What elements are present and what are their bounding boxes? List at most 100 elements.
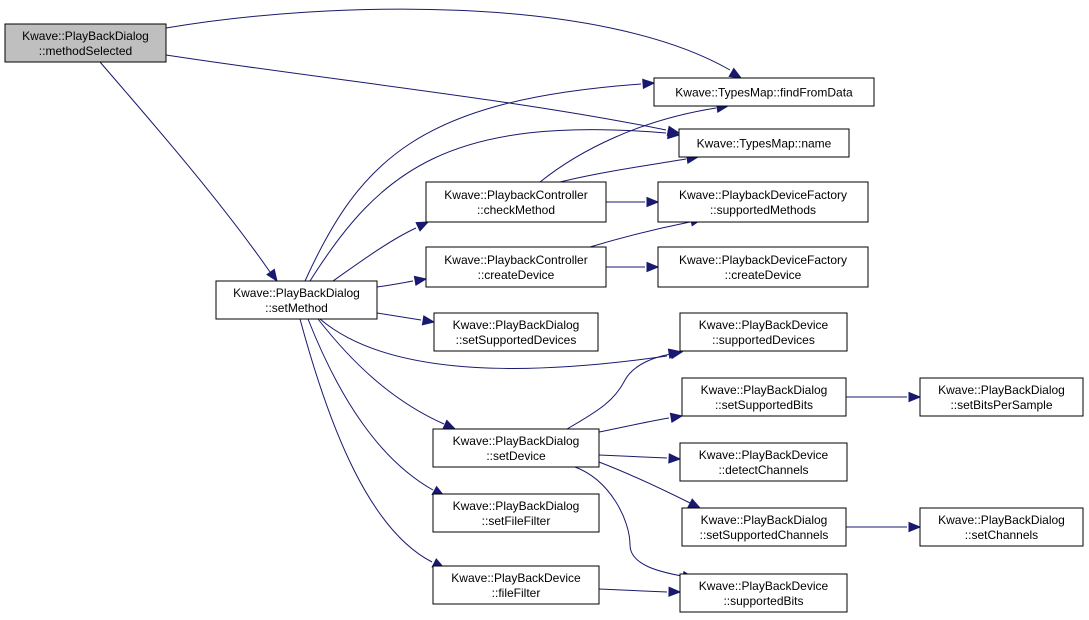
node-label-class: Kwave::PlayBackDialog bbox=[453, 499, 580, 513]
node-label-method: ::setBitsPerSample bbox=[950, 398, 1052, 412]
node-label-class: Kwave::PlayBackDialog bbox=[701, 513, 828, 527]
node-typesName[interactable]: Kwave::TypesMap::name bbox=[678, 128, 850, 158]
node-setSupportedDevices[interactable]: Kwave::PlayBackDialog::setSupportedDevic… bbox=[433, 312, 599, 352]
edge-setMethod-to-findFromData bbox=[304, 78, 656, 282]
node-label-class: Kwave::PlayBackDialog bbox=[453, 318, 580, 332]
edge-methodSelected-to-findFromData bbox=[165, 8, 743, 79]
node-label-method: ::setDevice bbox=[486, 449, 546, 463]
node-label-class: Kwave::PlaybackController bbox=[444, 188, 587, 202]
node-box bbox=[425, 246, 607, 288]
node-label-class: Kwave::PlayBackDevice bbox=[699, 579, 829, 593]
edge-setSupportedChannels-to-setChannels bbox=[846, 521, 922, 533]
node-checkMethod[interactable]: Kwave::PlaybackController::checkMethod bbox=[425, 181, 607, 223]
node-box bbox=[653, 77, 875, 107]
node-setFileFilter[interactable]: Kwave::PlayBackDialog::setFileFilter bbox=[432, 493, 600, 533]
edge-line bbox=[539, 107, 717, 183]
edge-line bbox=[299, 318, 433, 563]
edge-line bbox=[598, 417, 670, 433]
node-label-class: Kwave::TypesMap::findFromData bbox=[675, 86, 853, 100]
node-label-method: ::setSupportedDevices bbox=[456, 333, 577, 347]
node-label-method: ::setFileFilter bbox=[482, 514, 551, 528]
node-supportedMethods[interactable]: Kwave::PlaybackDeviceFactory::supportedM… bbox=[657, 181, 869, 223]
arrowhead-icon bbox=[442, 419, 457, 430]
edge-line bbox=[589, 221, 691, 248]
node-label-method: ::supportedMethods bbox=[710, 203, 816, 217]
edge-line bbox=[598, 461, 691, 504]
node-label-class: Kwave::PlayBackDialog bbox=[22, 29, 149, 43]
node-label-class: Kwave::PlayBackDevice bbox=[699, 318, 829, 332]
arrowhead-icon bbox=[669, 412, 684, 424]
node-label-class: Kwave::PlayBackDevice bbox=[451, 571, 581, 585]
node-supportedDevices[interactable]: Kwave::PlayBackDevice::supportedDevices bbox=[679, 312, 848, 352]
node-setMethod[interactable]: Kwave::PlayBackDialog::setMethod bbox=[215, 280, 378, 320]
edge-line bbox=[574, 466, 683, 577]
edge-methodSelected-to-setMethod bbox=[99, 61, 278, 283]
node-methodSelected[interactable]: Kwave::PlayBackDialog::methodSelected bbox=[4, 23, 167, 63]
node-label-method: ::setSupportedChannels bbox=[700, 528, 829, 542]
node-setDevice[interactable]: Kwave::PlayBackDialog::setDevice bbox=[432, 428, 600, 468]
node-box bbox=[681, 507, 847, 547]
edge-setSupportedBits-to-setBitsPerSample bbox=[846, 391, 922, 403]
node-setSupportedBits[interactable]: Kwave::PlayBackDialog::setSupportedBits bbox=[681, 377, 847, 417]
arrowhead-icon bbox=[687, 498, 702, 509]
edge-line bbox=[376, 280, 414, 288]
node-createDeviceFactory[interactable]: Kwave::PlaybackDeviceFactory::createDevi… bbox=[657, 246, 869, 288]
arrowhead-icon bbox=[667, 128, 681, 140]
edge-setMethod-to-createDeviceCtrl bbox=[376, 275, 428, 288]
edge-fileFilter-to-supportedBits bbox=[598, 586, 682, 597]
node-label-method: ::setChannels bbox=[965, 528, 1038, 542]
edge-line bbox=[566, 353, 672, 430]
edge-setDevice-to-setSupportedBits bbox=[598, 412, 684, 433]
edge-setDevice-to-supportedDevices bbox=[566, 348, 684, 430]
edge-line bbox=[307, 318, 434, 491]
edge-setDevice-to-detectChannels bbox=[598, 453, 682, 464]
edge-line bbox=[319, 318, 668, 369]
node-box bbox=[433, 312, 599, 352]
arrowhead-icon bbox=[908, 391, 922, 403]
node-box bbox=[4, 23, 167, 63]
edge-setMethod-to-setSupportedDevices bbox=[376, 312, 436, 326]
node-box bbox=[425, 181, 607, 223]
edge-setMethod-to-checkMethod bbox=[332, 221, 430, 282]
node-supportedBits[interactable]: Kwave::PlayBackDevice::supportedBits bbox=[679, 573, 848, 613]
edge-line bbox=[165, 8, 731, 71]
node-box bbox=[679, 312, 848, 352]
node-setBitsPerSample[interactable]: Kwave::PlayBackDialog::setBitsPerSample bbox=[919, 377, 1084, 417]
edges-layer bbox=[99, 8, 922, 597]
node-label-class: Kwave::PlayBackDialog bbox=[233, 286, 360, 300]
node-label-class: Kwave::TypesMap::name bbox=[697, 137, 832, 151]
edge-line bbox=[598, 454, 668, 459]
node-label-class: Kwave::PlayBackDialog bbox=[701, 383, 828, 397]
node-detectChannels[interactable]: Kwave::PlayBackDevice::detectChannels bbox=[679, 442, 848, 482]
node-label-method: ::fileFilter bbox=[492, 586, 541, 600]
node-box bbox=[919, 507, 1084, 547]
arrowhead-icon bbox=[646, 261, 660, 273]
edge-line bbox=[165, 54, 667, 131]
node-box bbox=[679, 573, 848, 613]
node-label-method: ::checkMethod bbox=[477, 203, 555, 217]
arrowhead-icon bbox=[266, 268, 278, 283]
node-box bbox=[432, 565, 600, 605]
node-findFromData[interactable]: Kwave::TypesMap::findFromData bbox=[653, 77, 875, 107]
node-label-method: ::createDevice bbox=[725, 268, 802, 282]
arrowhead-icon bbox=[728, 67, 743, 79]
node-createDeviceCtrl[interactable]: Kwave::PlaybackController::createDevice bbox=[425, 246, 607, 288]
node-setChannels[interactable]: Kwave::PlayBackDialog::setChannels bbox=[919, 507, 1084, 547]
node-setSupportedChannels[interactable]: Kwave::PlayBackDialog::setSupportedChann… bbox=[681, 507, 847, 547]
node-fileFilter[interactable]: Kwave::PlayBackDevice::fileFilter bbox=[432, 565, 600, 605]
arrowhead-icon bbox=[668, 453, 682, 464]
node-label-class: Kwave::PlayBackDialog bbox=[453, 434, 580, 448]
node-label-class: Kwave::PlaybackDeviceFactory bbox=[679, 188, 847, 202]
edge-line bbox=[309, 129, 667, 282]
edge-checkMethod-to-typesName bbox=[559, 153, 700, 183]
node-label-class: Kwave::PlayBackDevice bbox=[699, 448, 829, 462]
node-box bbox=[657, 181, 869, 223]
node-label-method: ::setMethod bbox=[265, 301, 328, 315]
node-box bbox=[678, 128, 850, 158]
node-box bbox=[657, 246, 869, 288]
edge-line bbox=[99, 61, 271, 273]
edge-line bbox=[304, 83, 642, 282]
node-label-class: Kwave::PlaybackController bbox=[444, 253, 587, 267]
node-box bbox=[679, 442, 848, 482]
